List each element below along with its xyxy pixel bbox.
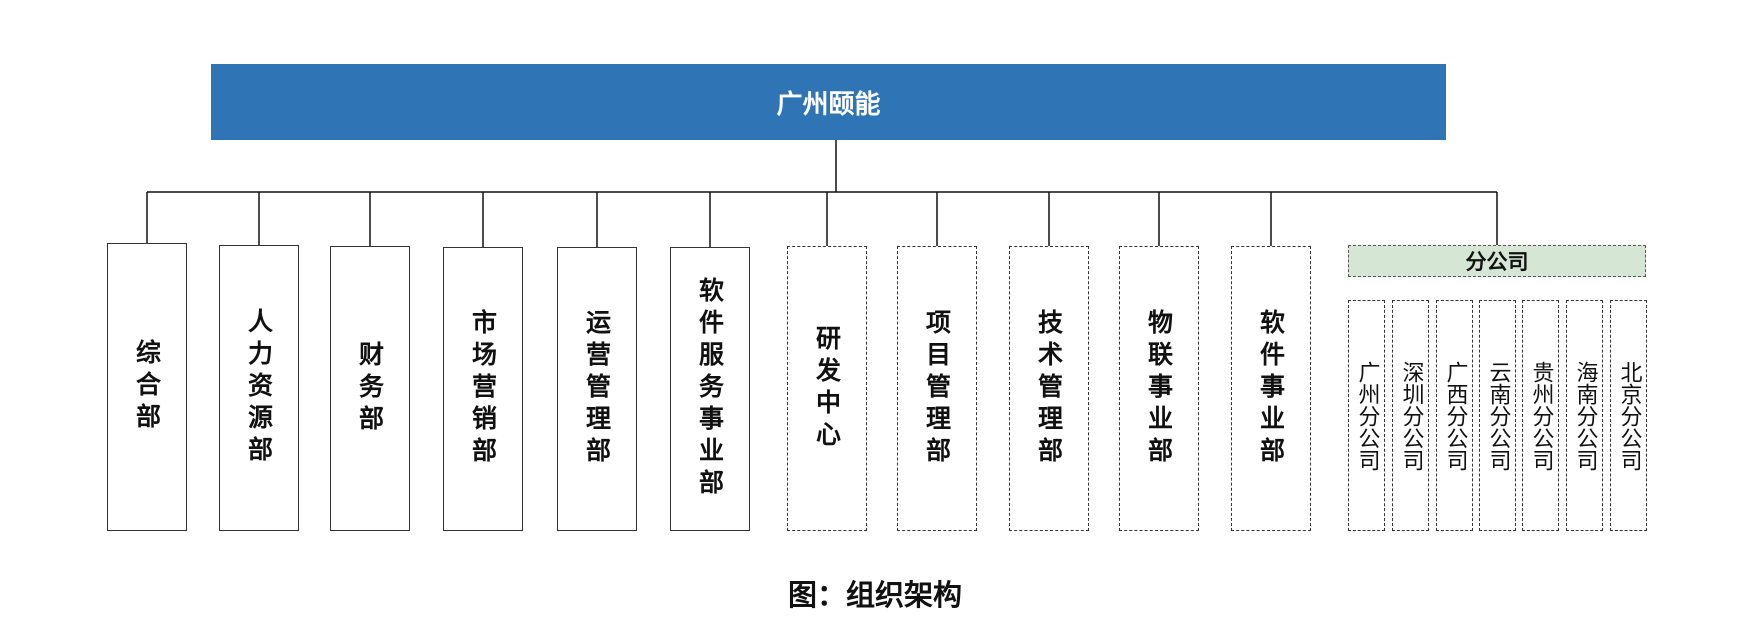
department-box: 综合部 (107, 243, 187, 531)
department-label: 软件事业部 (1256, 308, 1286, 469)
branch-office-box: 贵州分公司 (1522, 300, 1559, 531)
department-box: 技术管理部 (1009, 246, 1089, 531)
branch-office-box: 北京分公司 (1610, 300, 1647, 531)
root-node: 广州颐能 (211, 64, 1446, 140)
department-box: 软件事业部 (1231, 246, 1311, 531)
department-label: 市场营销部 (468, 309, 498, 469)
branch-group-label: 分公司 (1465, 250, 1529, 274)
branch-office-label: 北京分公司 (1616, 360, 1642, 471)
department-box: 人力资源部 (219, 245, 299, 531)
branch-office-label: 深圳分公司 (1398, 360, 1424, 471)
department-box: 市场营销部 (443, 247, 523, 531)
branch-group-header: 分公司 (1348, 245, 1646, 277)
department-box: 运营管理部 (557, 247, 637, 531)
figure-caption: 图：组织架构 (787, 578, 962, 612)
department-box: 研发中心 (787, 246, 867, 531)
department-box: 项目管理部 (897, 246, 977, 531)
branch-office-box: 广西分公司 (1436, 300, 1473, 531)
branch-office-box: 广州分公司 (1348, 300, 1385, 531)
department-box: 软件服务事业部 (670, 247, 750, 531)
branch-office-label: 广西分公司 (1442, 360, 1468, 471)
branch-office-label: 海南分公司 (1572, 360, 1598, 471)
branch-office-label: 贵州分公司 (1528, 360, 1554, 471)
department-label: 人力资源部 (244, 308, 274, 468)
department-label: 综合部 (132, 339, 162, 435)
department-box: 财务部 (330, 246, 410, 531)
department-label: 物联事业部 (1144, 308, 1174, 469)
department-label: 财务部 (355, 340, 385, 437)
branch-office-label: 广州分公司 (1354, 360, 1380, 471)
branch-office-box: 海南分公司 (1566, 300, 1603, 531)
department-box: 物联事业部 (1119, 246, 1199, 531)
department-label: 技术管理部 (1034, 308, 1064, 469)
department-label: 项目管理部 (922, 308, 952, 469)
department-label: 研发中心 (812, 324, 842, 453)
branch-office-box: 云南分公司 (1479, 300, 1516, 531)
root-label: 广州颐能 (776, 89, 881, 120)
branch-office-box: 深圳分公司 (1392, 300, 1429, 531)
department-label: 运营管理部 (582, 309, 612, 469)
branch-office-label: 云南分公司 (1485, 360, 1511, 471)
department-label: 软件服务事业部 (695, 277, 725, 501)
